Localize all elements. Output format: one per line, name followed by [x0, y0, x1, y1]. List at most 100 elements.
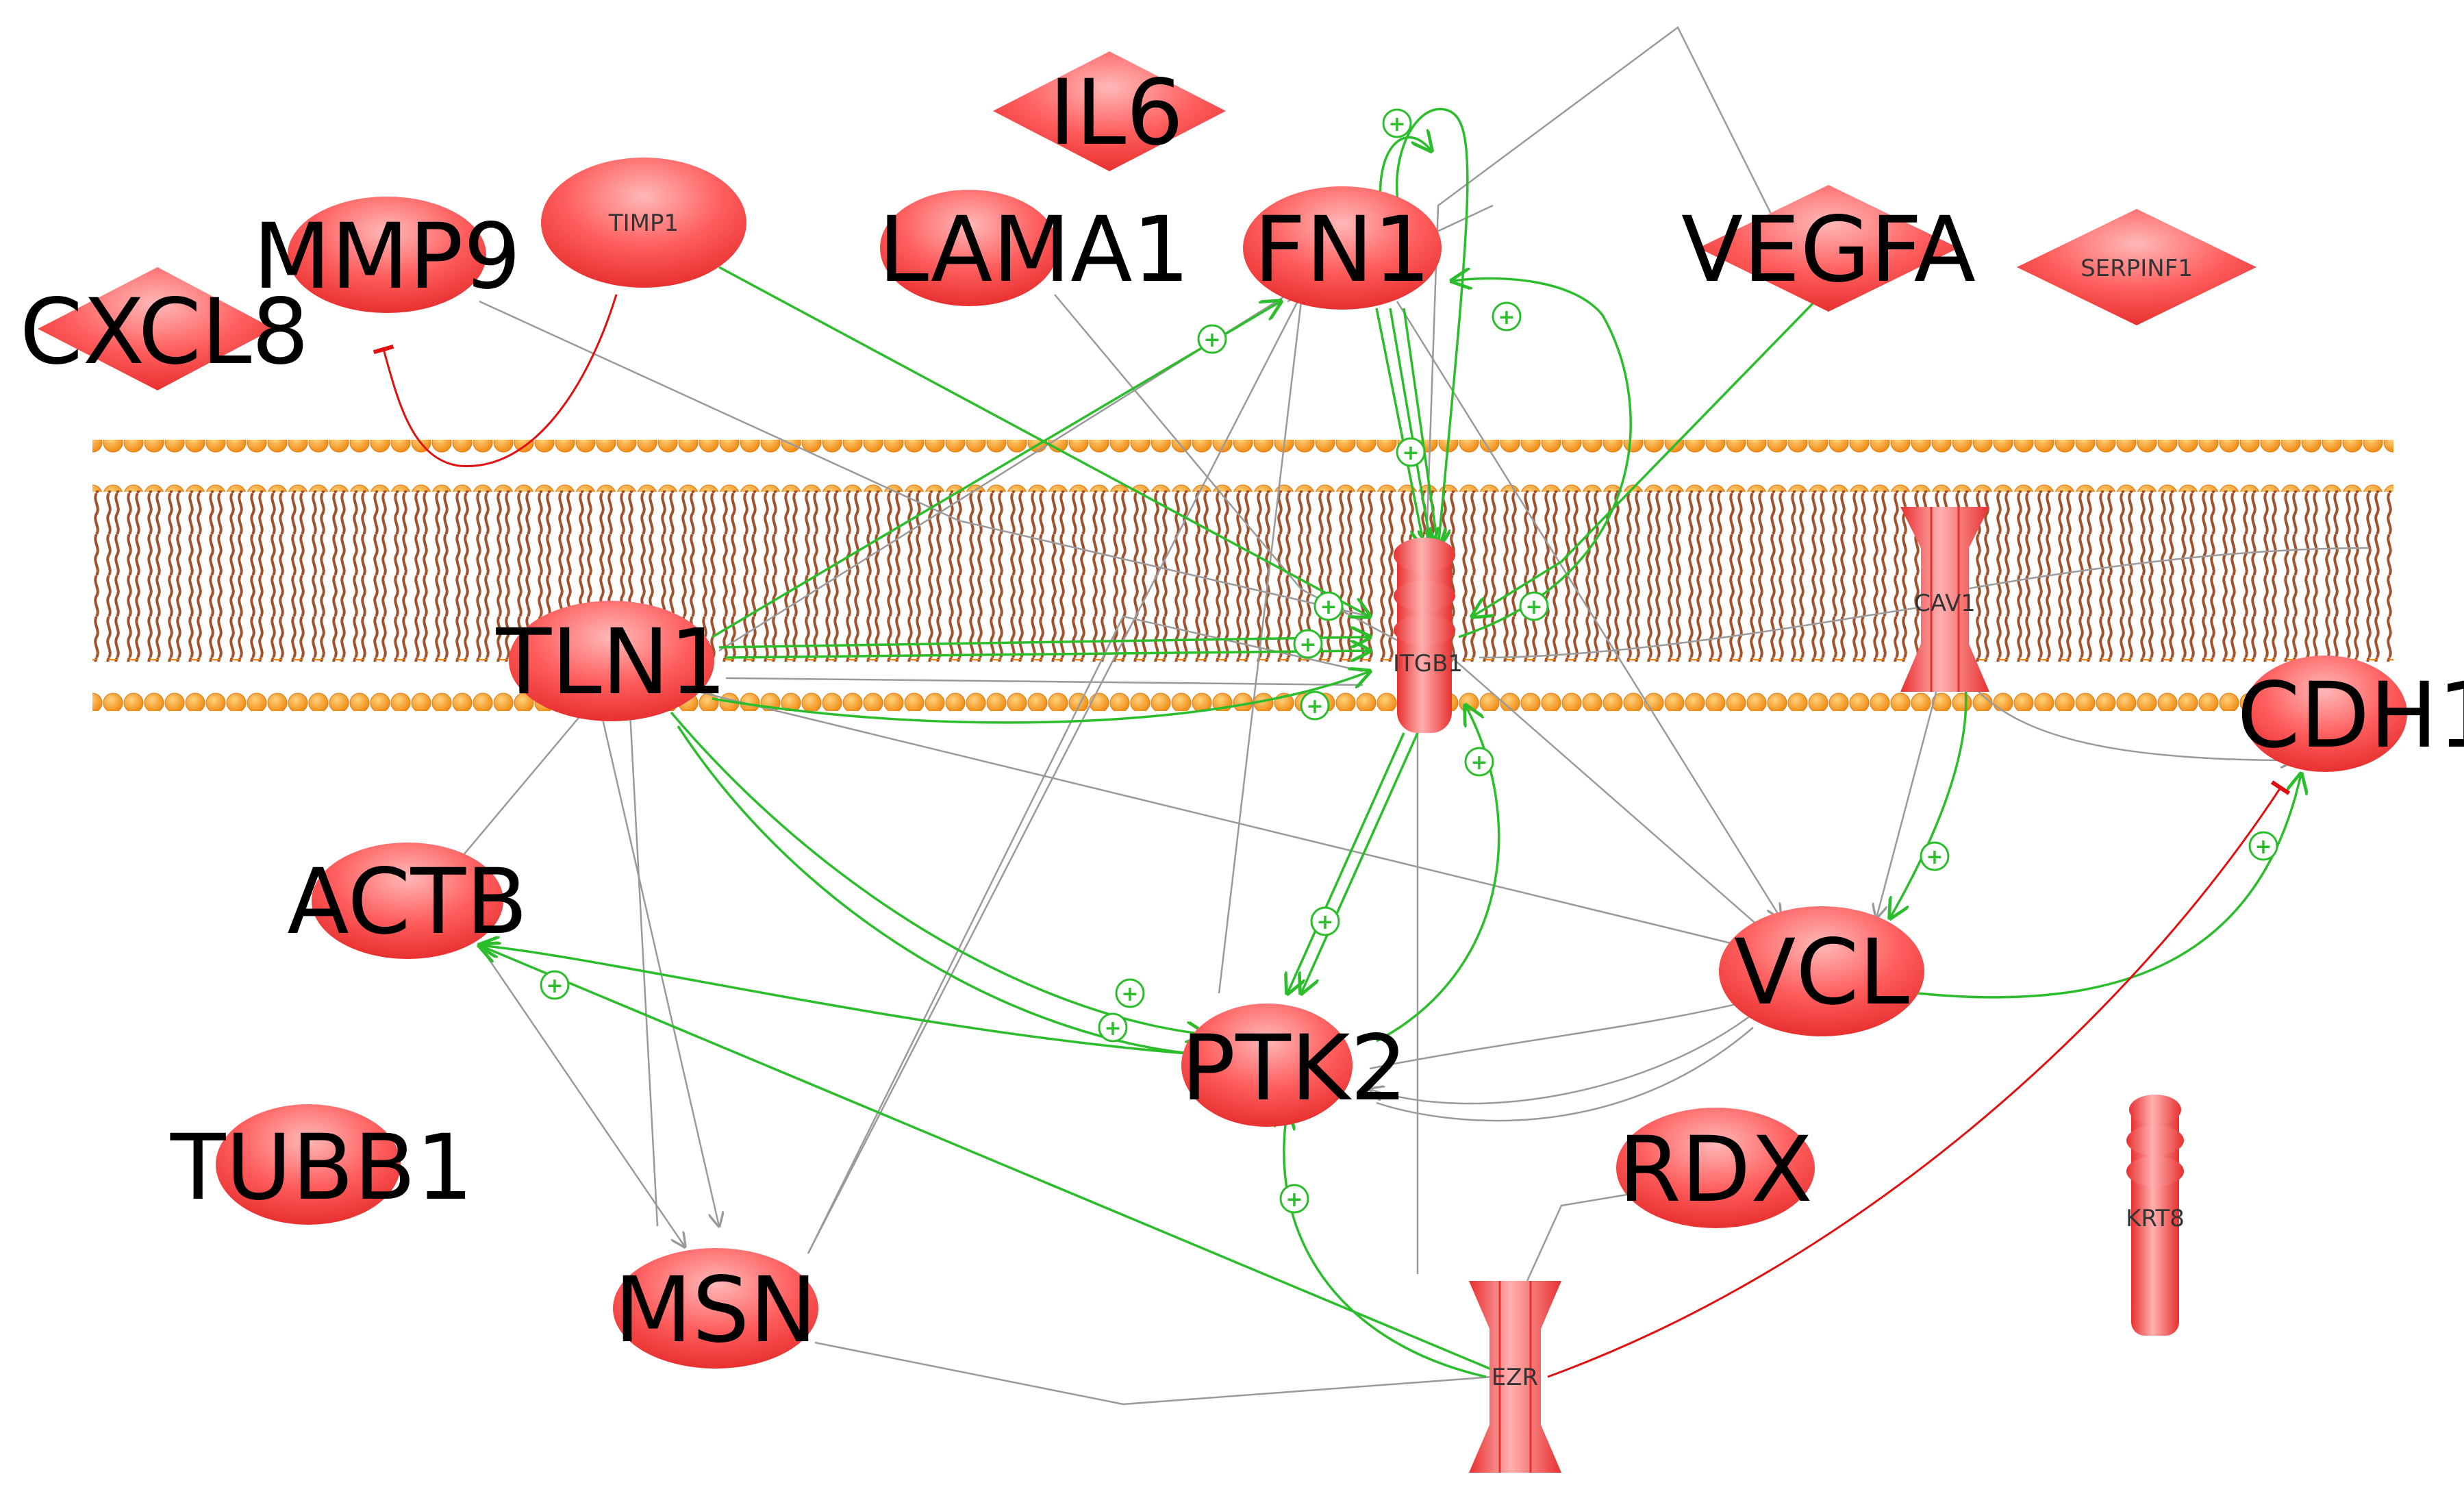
svg-text:VEGFA: VEGFA [1681, 197, 1976, 303]
svg-text:+: + [1498, 306, 1515, 329]
plus-marker: + [1464, 747, 1494, 777]
plus-marker: + [1313, 591, 1344, 621]
node-cdh1[interactable]: CDH1 [2237, 656, 2464, 772]
plus-marker: + [1115, 978, 1145, 1008]
edge-fn1-self [1395, 108, 1469, 548]
node-timp1[interactable]: TIMP1 [541, 158, 746, 288]
svg-text:+: + [1203, 328, 1220, 352]
svg-text:+: + [1121, 982, 1138, 1006]
node-cxcl8[interactable]: CXCL8 [20, 267, 310, 390]
node-krt8[interactable]: KRT8 [2126, 1095, 2185, 1336]
node-ezr[interactable]: EZR [1469, 1281, 1561, 1473]
activation-edges [479, 108, 2301, 1378]
svg-text:TIMP1: TIMP1 [608, 210, 679, 237]
svg-text:VCL: VCL [1734, 920, 1909, 1025]
edge-itgb1-ptk2-a [1287, 732, 1405, 993]
edge-fn1-vcl [1396, 301, 1781, 918]
activation-markers: + + + + + + + + + + + + + + + + [540, 108, 2278, 1214]
node-fn1[interactable]: FN1 [1243, 186, 1442, 310]
plus-marker: + [1519, 591, 1549, 621]
edge-tln1-msn [601, 719, 719, 1226]
svg-text:+: + [1388, 112, 1405, 136]
edge-fn1-itgb1-a [1375, 308, 1424, 548]
node-cav1[interactable]: CAV1 [1900, 507, 1989, 692]
edge-cav1-membrane [1965, 547, 2370, 590]
svg-text:+: + [546, 974, 563, 998]
edge-ptk2-vcl [1369, 1000, 1753, 1070]
svg-text:CDH1: CDH1 [2237, 663, 2464, 769]
edge-itgb1-vegfa [1423, 26, 1796, 603]
edge-msn-ezr [814, 1341, 1494, 1406]
node-serpinf1[interactable]: SERPINF1 [2017, 209, 2256, 325]
inhibition-edges [373, 294, 2291, 1378]
edge-ezr-ptk2 [1284, 1110, 1487, 1378]
edge-timp1-itgb1 [718, 266, 1370, 616]
svg-text:CXCL8: CXCL8 [20, 279, 310, 385]
node-vegfa[interactable]: VEGFA [1681, 185, 1976, 312]
edge-tln1-itgb1-c [712, 671, 1370, 724]
svg-text:FN1: FN1 [1254, 197, 1431, 303]
svg-text:+: + [1525, 595, 1542, 619]
svg-text:PTK2: PTK2 [1181, 1016, 1408, 1121]
plus-marker: + [1300, 690, 1330, 721]
edge-vcl-cdh1 [1917, 774, 2301, 999]
plus-marker: + [1197, 324, 1227, 354]
svg-text:+: + [1306, 695, 1323, 719]
edge-cav1-cdh1 [1972, 684, 2294, 760]
node-tln1[interactable]: TLN1 [496, 601, 727, 721]
node-tubb1[interactable]: TUBB1 [170, 1104, 473, 1225]
svg-text:ACTB: ACTB [287, 849, 527, 955]
svg-text:+: + [1320, 595, 1337, 619]
edge-itgb1-ptk2-b [1301, 732, 1419, 993]
node-il6[interactable]: IL6 [993, 51, 1226, 171]
node-ptk2[interactable]: PTK2 [1181, 1003, 1408, 1127]
plus-marker: + [1310, 906, 1340, 936]
svg-text:SERPINF1: SERPINF1 [2080, 255, 2193, 282]
edge-vcl-ptk2-b [1376, 1027, 1754, 1122]
node-actb[interactable]: ACTB [287, 843, 528, 959]
edge-tln1-fn1 [712, 301, 1281, 638]
svg-text:+: + [1316, 910, 1333, 934]
edge-cav1-vcl [1876, 684, 1939, 918]
node-msn[interactable]: MSN [613, 1248, 818, 1369]
edge-msn-itgb1 [807, 615, 1363, 1254]
edge-tln1-ptk2-b [677, 725, 1205, 1055]
edge-ezr-actb [479, 945, 1494, 1371]
svg-text:TUBB1: TUBB1 [170, 1115, 473, 1221]
edge-fn1-itgb1-c [1403, 308, 1438, 548]
plus-marker: + [540, 970, 570, 1000]
plus-marker: + [1279, 1184, 1309, 1214]
svg-text:MMP9: MMP9 [253, 204, 520, 310]
plus-marker: + [1492, 301, 1522, 332]
svg-text:+: + [2254, 835, 2272, 859]
edge-tln1-itgb1-b [725, 651, 1370, 658]
edge-msn-fn1 [807, 294, 1303, 1254]
svg-text:TLN1: TLN1 [496, 610, 727, 715]
node-vcl[interactable]: VCL [1719, 906, 1924, 1036]
edge-mmp9-itgb1 [479, 300, 1370, 618]
edge-itgb1-vcl [1451, 657, 1781, 945]
svg-text:+: + [1470, 751, 1487, 775]
node-rdx[interactable]: RDX [1616, 1108, 1815, 1228]
membrane-inner-heads [92, 659, 2393, 711]
edge-timp1-mmp9-inh [373, 294, 618, 467]
svg-text:+: + [1402, 441, 1419, 465]
edge-tln1-msn-2 [629, 712, 659, 1227]
edge-actb-msn [478, 945, 685, 1247]
plus-marker: + [1396, 437, 1426, 467]
node-mmp9[interactable]: MMP9 [253, 197, 521, 313]
node-itgb1[interactable]: ITGB1 [1393, 538, 1463, 733]
edge-cav1-vcl-act [1890, 684, 1968, 918]
node-lama1[interactable]: LAMA1 [878, 190, 1190, 306]
edge-ezr-rdx [1526, 1190, 1644, 1282]
plus-marker: + [1920, 841, 1950, 871]
svg-text:EZR: EZR [1492, 1364, 1538, 1391]
svg-text:MSN: MSN [614, 1258, 817, 1363]
edge-itgb1-fn1 [1452, 279, 1632, 638]
svg-text:ITGB1: ITGB1 [1393, 650, 1463, 677]
membrane-outer-heads [92, 440, 2393, 492]
edge-tln1-itgb1-gray [725, 677, 1363, 686]
edge-tln1-vcl [698, 690, 1740, 947]
